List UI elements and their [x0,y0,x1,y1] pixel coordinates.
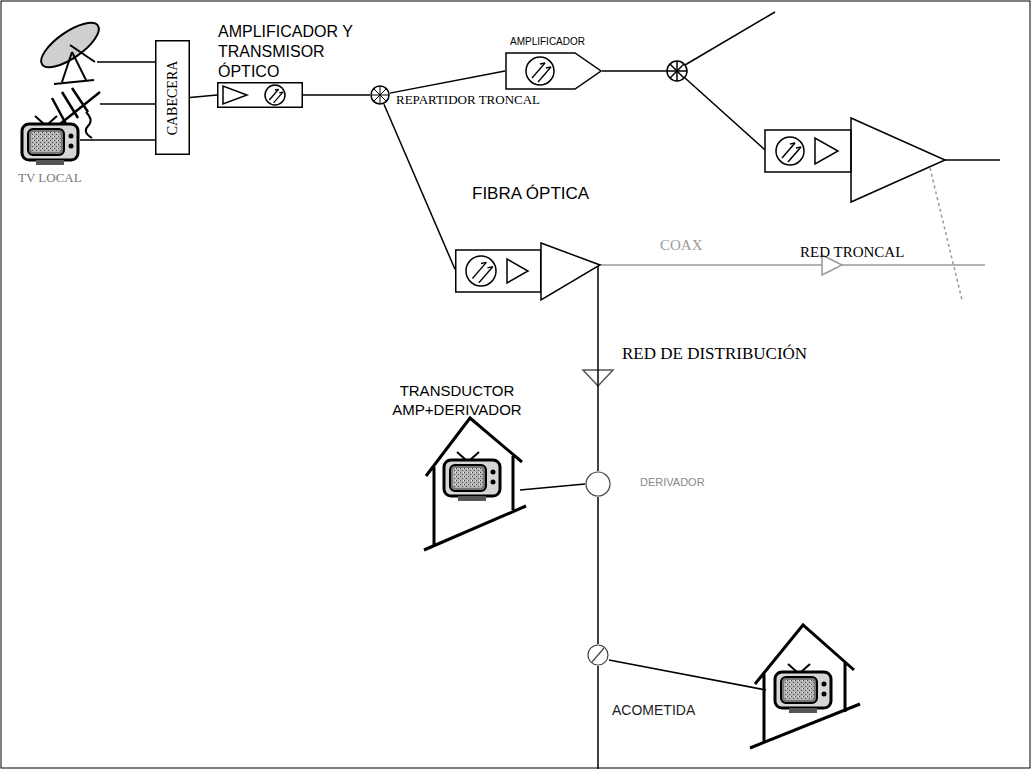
network-label: RED DE DISTRIBUCIÓN [622,343,840,364]
cable-connector [390,71,505,93]
house-icon [424,418,526,550]
transducer-box-outline [455,243,605,300]
source-label: TV LOCAL [18,170,82,186]
transducer-box: TRANSDUCTOR AMP+DERIVADOR [455,243,605,300]
cable-connector [190,95,217,98]
cable-label: FIBRA ÓPTICA [470,183,591,204]
node-label: REPARTIDOR TRONCAL [396,92,540,108]
house-icon [750,625,860,748]
trunk-splitter-outline [370,85,390,105]
node-label: TRANSDUCTOR AMP+DERIVADOR [378,382,536,420]
network-label: RED TRONCAL [800,243,904,262]
cable-connector [303,94,370,96]
headend-box: CABECERA [155,40,190,155]
node-label: ACOMETIDA [612,702,695,720]
tv-icon [22,116,78,165]
tv-icon [775,664,831,713]
optical-transmitter-outline [217,82,303,108]
coax-line [600,255,985,275]
tv-icon [444,452,500,501]
trunk-splitter: REPARTIDOR TRONCAL [370,85,390,105]
tap-circle: DERIVADOR [585,471,611,497]
cable-connector [597,300,599,471]
input-wire [80,62,155,140]
cable-connector [597,497,599,644]
node-label: AMPLIFICADOR Y TRANSMISOR ÓPTICO [218,22,363,82]
satellite-dish [35,15,106,84]
node-label: CABECERA [164,60,182,135]
amplifier-box: AMPLIFICADOR [505,52,602,90]
distribution-line [520,370,766,769]
cable-label: COAX [660,236,703,255]
drop-circle: ACOMETIDA [587,644,609,666]
amplifier-box-outline [505,52,602,90]
node-label: DERIVADOR [640,476,705,490]
tap-circle-outline [585,471,611,497]
trunk-branch [602,12,1000,300]
drop-circle-outline [587,644,609,666]
node-label: AMPLIFICADOR [510,36,585,49]
optical-transmitter: AMPLIFICADOR Y TRANSMISOR ÓPTICO [217,82,303,108]
cable-connector [384,104,455,269]
